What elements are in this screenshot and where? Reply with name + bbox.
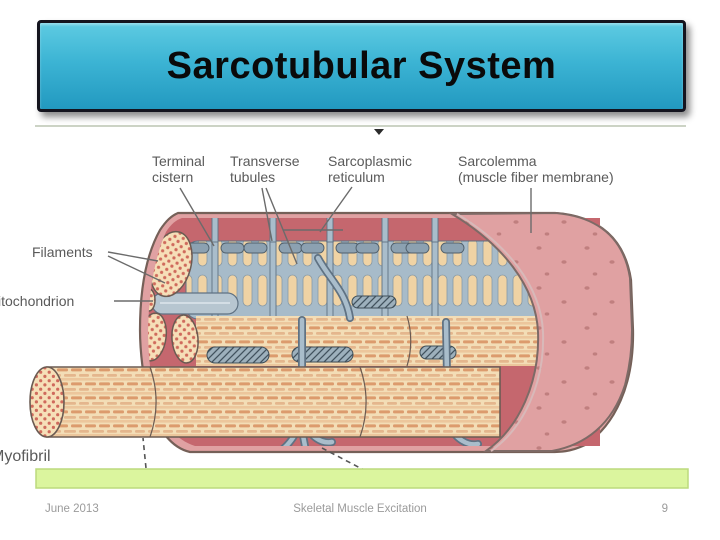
myofibril-end-cap [29, 366, 65, 438]
footer-date: June 2013 [45, 503, 99, 515]
svg-text:reticulum: reticulum [328, 169, 385, 185]
svg-text:(muscle fiber membrane): (muscle fiber membrane) [458, 169, 614, 185]
divider-line [35, 125, 686, 127]
label-mitochondrion: itochondrion [0, 293, 74, 309]
footer-title: Skeletal Muscle Excitation [293, 503, 427, 515]
label-myofibril: Myofibril [0, 448, 51, 465]
myofibril-cylinder [29, 366, 501, 438]
label-filaments: Filaments [32, 244, 93, 260]
pointer-arrow-icon [374, 129, 384, 135]
label-transverse-tubules: Transverse [230, 153, 300, 169]
footer-page-number: 9 [661, 503, 668, 515]
green-accent-bar [35, 468, 689, 489]
filament-cross-sections [148, 230, 199, 364]
title-banner: Sarcotubular System [37, 20, 686, 112]
label-sarcolemma: Sarcolemma [458, 153, 537, 169]
slide-title: Sarcotubular System [166, 44, 557, 87]
dashed-pointers [142, 437, 365, 471]
diagram-labels: Terminal cistern Transverse tubules Sarc… [0, 153, 614, 465]
label-terminal-cistern: Terminal [152, 153, 205, 169]
svg-text:tubules: tubules [230, 169, 275, 185]
svg-text:cistern: cistern [152, 169, 193, 185]
leader-lines [107, 186, 532, 302]
terminal-cisternae [185, 242, 465, 254]
label-sarcoplasmic-reticulum: Sarcoplasmic [328, 153, 412, 169]
muscle-fiber-illustration [29, 211, 635, 454]
